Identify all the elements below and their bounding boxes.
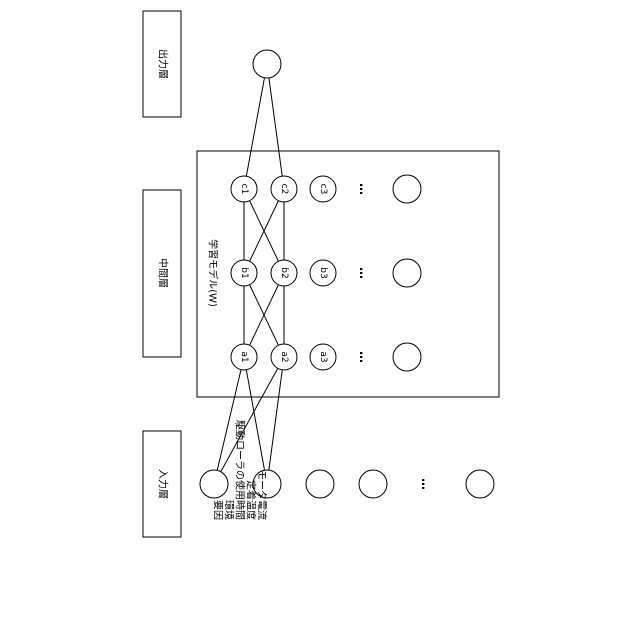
node-b2-label: b2 [279,267,289,278]
node-a1-label: a1 [239,351,249,362]
input-node-1 [200,470,228,498]
output-layer-box: 出力層 [143,11,181,117]
hidden-layer-box: 中間層 [143,190,181,357]
hidden-row-b: b1 b2 b3 … [231,259,421,287]
input-node-4 [359,470,387,498]
node-c1-label: c1 [239,184,249,195]
factors-heading: 要因 [212,500,224,520]
hidden-layer-label: 中間層 [157,258,170,288]
node-cn [393,175,421,203]
node-a3-label: a3 [318,351,328,362]
hidden-row-a: a1 a2 a3 … [231,343,421,371]
edge-a2-in2 [267,357,284,484]
node-c3-label: c3 [318,184,328,195]
edge-a2-in1 [214,357,284,484]
input-layer-label: 入力層 [157,469,170,499]
hidden-row-c: c1 c2 c3 … [231,175,421,203]
node-b1-label: b1 [239,267,249,278]
ellipsis-row-a: … [357,351,371,363]
node-c2-label: c2 [279,184,289,195]
node-bn [393,259,421,287]
output-node [253,50,281,78]
learning-model-label: 学習モデル(W) [207,239,220,307]
factor-item-4: モータ電流 [256,470,269,520]
output-layer-label: 出力層 [157,49,170,79]
node-a2-label: a2 [279,351,289,362]
ellipsis-row-b: … [357,267,371,279]
node-b3-label: b3 [318,267,328,278]
edge-out-c2 [267,64,284,189]
input-node-3 [306,470,334,498]
input-node-n [466,470,494,498]
factors-list: 要因 環境 駆動ローラの使用時間 定着温度 モータ電流 [212,420,269,520]
ellipsis-row-c: … [357,183,371,195]
edge-a1-in2 [244,357,267,484]
node-an [393,343,421,371]
edge-out-c1 [244,64,267,189]
input-layer-box: 入力層 [143,431,181,537]
ellipsis-input: … [419,478,433,490]
